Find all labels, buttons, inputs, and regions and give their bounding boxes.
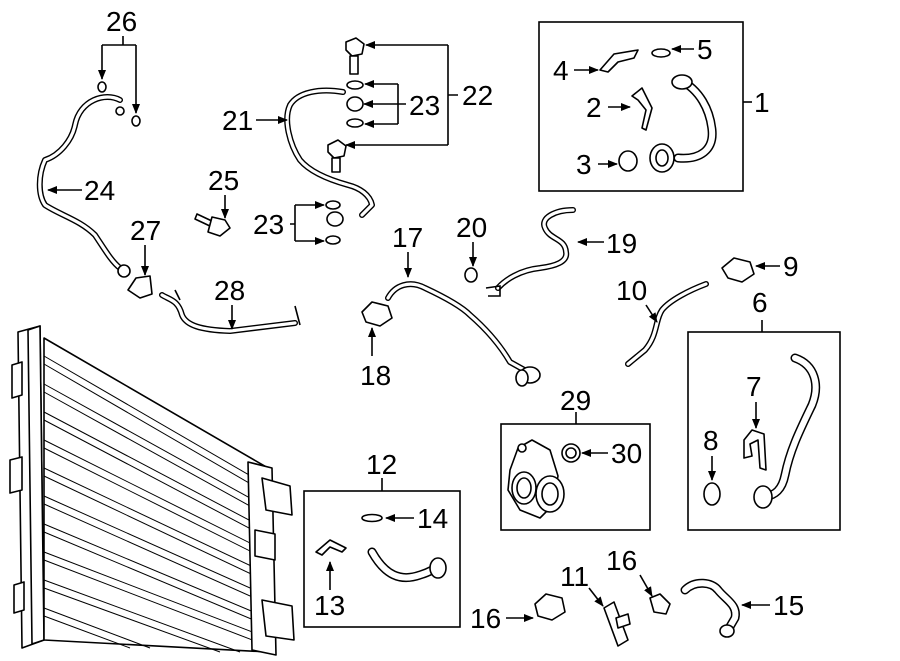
callout-labels: 26 24 27 25 28 21 22 23 23 17 18 20 19 9… <box>84 6 804 634</box>
part-30-seal <box>561 443 581 463</box>
part-4-clip <box>599 49 639 73</box>
callout-16-left: 16 <box>470 603 501 634</box>
callout-30: 30 <box>611 438 642 469</box>
callout-26: 26 <box>106 6 137 37</box>
callout-23-upper: 23 <box>409 90 440 121</box>
part-17-pipe <box>385 281 541 387</box>
callout-24: 24 <box>84 175 115 206</box>
part-22-bolt-top <box>345 37 365 75</box>
part-9-clamp <box>721 257 755 283</box>
part-5-oring <box>651 48 671 58</box>
part-6-hose <box>753 353 821 509</box>
callout-12: 12 <box>366 449 397 480</box>
callout-7: 7 <box>746 371 762 402</box>
part-16-clamp-a <box>534 593 566 621</box>
callout-6: 6 <box>752 287 768 318</box>
callout-11: 11 <box>560 561 589 592</box>
callout-4: 4 <box>553 55 569 86</box>
callout-10: 10 <box>616 275 647 306</box>
callout-23-lower: 23 <box>253 209 284 240</box>
callout-1: 1 <box>754 87 770 118</box>
callout-20: 20 <box>456 212 487 243</box>
callout-21: 21 <box>222 105 253 136</box>
part-14-oring <box>361 513 383 523</box>
callout-15: 15 <box>773 590 804 621</box>
group-box-1 <box>538 21 744 192</box>
part-22-bolt-mid <box>327 139 347 173</box>
part-29-flange <box>507 439 565 519</box>
part-16-clamp-b <box>649 593 671 615</box>
part-21-pipe <box>284 87 375 218</box>
part-12-hose <box>367 547 447 583</box>
part-27-clamp <box>127 275 153 299</box>
part-11-tee <box>603 601 631 647</box>
callout-13: 13 <box>314 590 345 621</box>
part-13-clip <box>315 539 347 556</box>
part-23-upper-washers <box>346 80 364 128</box>
part-1-hose <box>649 74 717 173</box>
callout-19: 19 <box>606 228 637 259</box>
callout-2: 2 <box>586 92 602 123</box>
callout-27: 27 <box>130 215 161 246</box>
part-25-bolt <box>194 213 231 237</box>
callout-18: 18 <box>360 360 391 391</box>
callout-3: 3 <box>576 149 592 180</box>
group-box-6 <box>687 331 841 531</box>
part-19-pipe <box>485 207 576 297</box>
part-15-hose <box>680 578 740 638</box>
part-7-clip <box>743 429 767 471</box>
callout-29: 29 <box>560 385 591 416</box>
part-2-clip <box>631 87 653 131</box>
part-3-seal <box>618 150 638 172</box>
part-24-pipe <box>36 94 131 278</box>
callout-25: 25 <box>208 165 239 196</box>
part-26-oring-a <box>97 81 107 93</box>
callout-28: 28 <box>214 275 245 306</box>
part-10-pipe <box>625 281 709 367</box>
radiator <box>9 325 295 656</box>
part-28-pipe <box>159 289 301 334</box>
callout-9: 9 <box>783 251 799 282</box>
part-23-lower-washers <box>325 200 344 245</box>
part-20-oring <box>464 267 478 283</box>
part-18-clamp <box>361 301 393 327</box>
part-26-oring-b <box>131 115 141 127</box>
callout-16-right: 16 <box>606 545 637 576</box>
part-8-seal <box>703 482 721 506</box>
callout-22: 22 <box>462 80 493 111</box>
callout-14: 14 <box>417 503 448 534</box>
callout-17: 17 <box>392 222 423 253</box>
leader-lines <box>47 36 780 622</box>
callout-5: 5 <box>697 34 713 65</box>
callout-8: 8 <box>703 425 719 456</box>
